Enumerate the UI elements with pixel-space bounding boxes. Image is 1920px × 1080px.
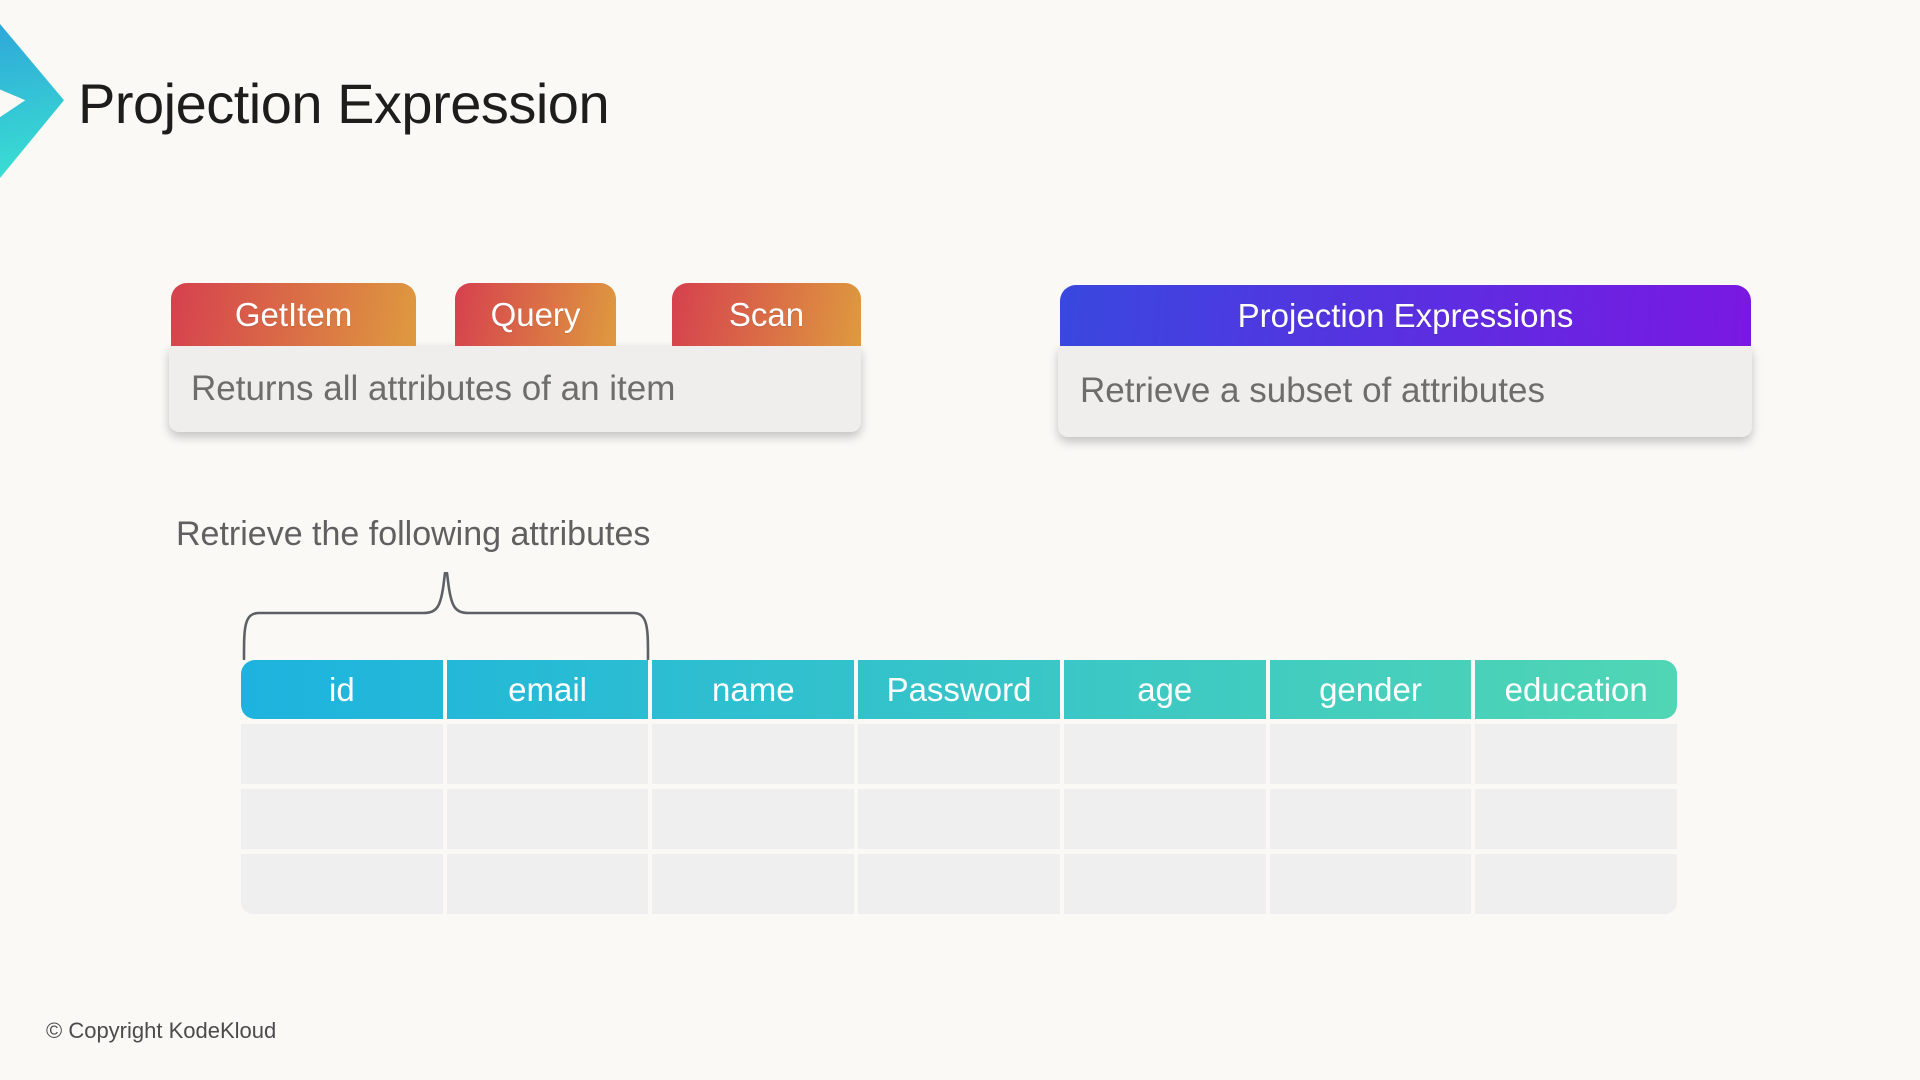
copyright-text: © Copyright KodeKloud xyxy=(46,1018,277,1043)
tab-query: Query xyxy=(455,283,616,346)
table-cell-empty xyxy=(858,854,1060,914)
table-cell-empty xyxy=(1475,854,1677,914)
column-header-gender: gender xyxy=(1270,660,1476,719)
table-cell-empty xyxy=(652,789,855,849)
table-cell-empty xyxy=(1269,724,1472,784)
table-cell-empty xyxy=(858,724,1060,784)
table-cell-empty xyxy=(1269,789,1472,849)
column-header-age: age xyxy=(1064,660,1270,719)
table-row xyxy=(241,724,1677,784)
brace-icon xyxy=(242,572,650,660)
tab-projection-expressions: Projection Expressions xyxy=(1060,285,1751,346)
tab-scan: Scan xyxy=(672,283,861,346)
chevron-right-icon xyxy=(0,24,64,178)
column-header-education: education xyxy=(1504,670,1648,708)
table-cell-empty xyxy=(241,854,443,914)
projection-expressions-card: Retrieve a subset of attributes xyxy=(1058,345,1752,437)
table-row xyxy=(241,854,1677,914)
table-cell-empty xyxy=(1063,724,1266,784)
read-operations-description: Returns all attributes of an item xyxy=(191,368,676,408)
table-cell-empty xyxy=(1475,789,1677,849)
tab-getitem: GetItem xyxy=(171,283,416,346)
table-cell-empty xyxy=(1063,854,1266,914)
table-cell-empty xyxy=(1269,854,1472,914)
page-title: Projection Expression xyxy=(78,72,610,135)
column-header-id: id xyxy=(241,660,447,719)
annotation-label: Retrieve the following attributes xyxy=(176,515,651,553)
read-operations-card: Returns all attributes of an item xyxy=(169,345,861,432)
column-header-email: email xyxy=(447,660,653,719)
table-cell-empty xyxy=(858,789,1060,849)
projection-expressions-description: Retrieve a subset of attributes xyxy=(1080,371,1545,410)
column-header-name: name xyxy=(652,660,859,719)
table-cell-empty xyxy=(446,854,649,914)
table-cell-empty xyxy=(446,789,649,849)
table-cell-empty xyxy=(241,789,443,849)
table-cell-empty xyxy=(446,724,649,784)
table-row xyxy=(241,789,1677,849)
table-cell-empty xyxy=(652,854,855,914)
table-cell-empty xyxy=(652,724,855,784)
table-cell-empty xyxy=(1475,724,1677,784)
column-header-password: Password xyxy=(858,660,1064,719)
table-cell-empty xyxy=(1063,789,1266,849)
table-cell-empty xyxy=(241,724,443,784)
